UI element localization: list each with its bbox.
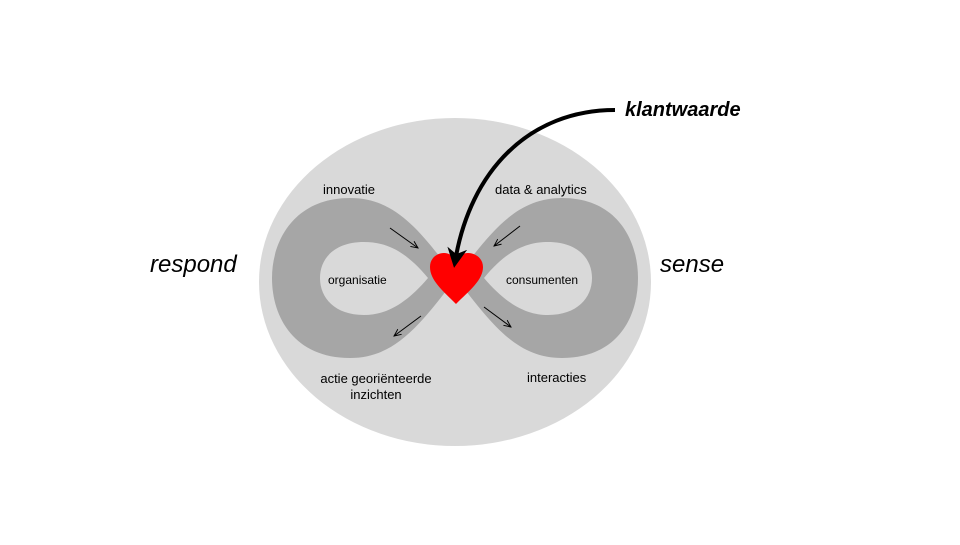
actie-label-line2: inzichten [350, 387, 402, 402]
respond-label: respond [150, 251, 237, 278]
data-analytics-label: data & analytics [495, 182, 587, 197]
diagram-title: klantwaarde [625, 99, 741, 121]
actie-label-line1: actie georiënteerde [320, 371, 432, 386]
flow-arrow-actie [394, 315, 422, 336]
innovatie-label: innovatie [323, 182, 376, 197]
heart-icon [430, 253, 483, 304]
interacties-label: interacties [527, 370, 587, 385]
organisatie-label: organisatie [328, 273, 387, 287]
sense-label: sense [660, 251, 725, 278]
flow-arrow-innovatie [389, 227, 418, 248]
actie-inzichten-label: actie georiënteerde inzichten [300, 371, 452, 402]
consumenten-label: consumenten [506, 273, 579, 287]
klantwaarde-arrow [447, 108, 616, 268]
flow-arrow-interacties [483, 306, 511, 327]
flow-arrow-data [494, 225, 521, 246]
